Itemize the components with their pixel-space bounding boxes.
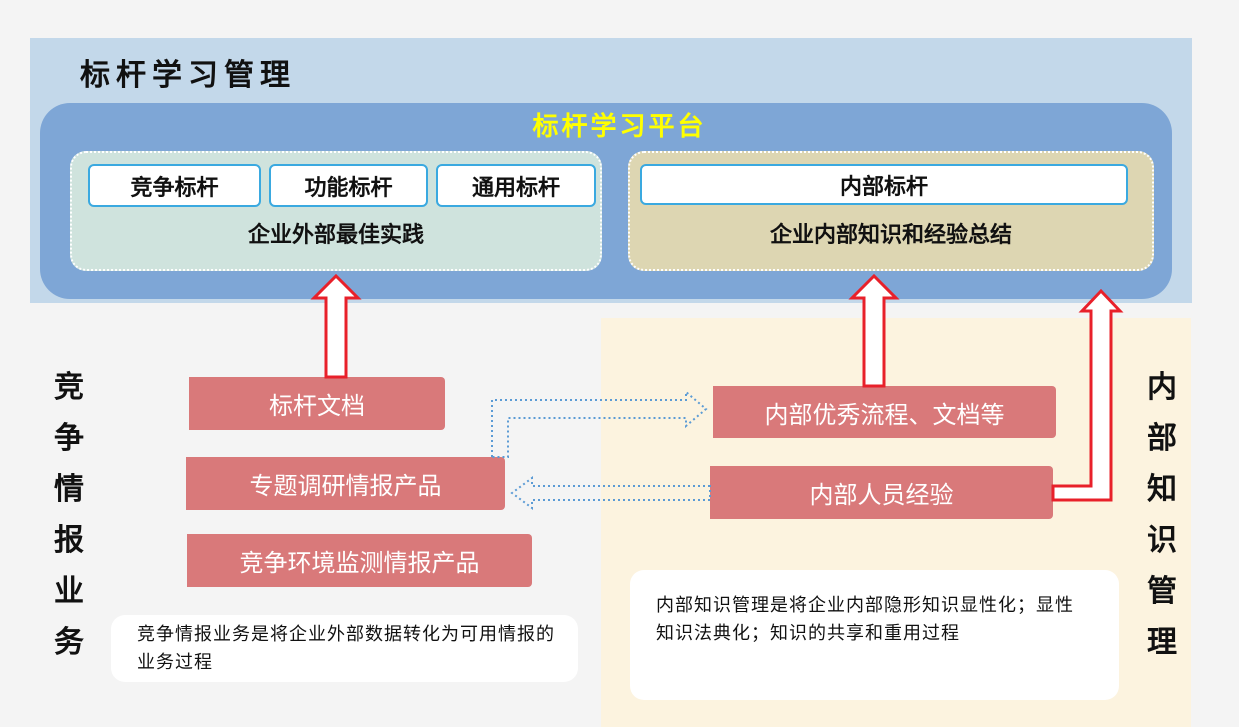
competitive-intel-title-char: 争 xyxy=(54,421,84,456)
item-research-intel-products: 专题调研情报产品 xyxy=(186,457,505,510)
tag-generic-benchmark: 通用标杆 xyxy=(436,164,596,207)
competitive-intel-title-char: 业 xyxy=(54,574,84,609)
internal-knowledge-title-char: 识 xyxy=(1147,523,1177,558)
tag-competitive-benchmark: 竞争标杆 xyxy=(88,164,261,207)
up-arrow-external xyxy=(310,273,362,379)
item-internal-staff-experience: 内部人员经验 xyxy=(710,466,1053,519)
management-title: 标杆学习管理 xyxy=(80,58,296,93)
tag-functional-benchmark: 功能标杆 xyxy=(269,164,428,207)
internal-knowledge-title-char: 知 xyxy=(1147,472,1177,507)
dotted-arrow-to-research xyxy=(510,476,711,510)
item-internal-processes-docs: 内部优秀流程、文档等 xyxy=(713,386,1056,438)
competitive-intel-note: 竞争情报业务是将企业外部数据转化为可用情报的业务过程 xyxy=(111,615,578,682)
dotted-arrow-to-internal xyxy=(491,389,708,458)
external-caption: 企业外部最佳实践 xyxy=(247,222,424,248)
knowledge-management-note: 内部知识管理是将企业内部隐形知识显性化；显性知识法典化；知识的共享和重用过程 xyxy=(630,570,1119,700)
internal-knowledge-title-char: 管 xyxy=(1147,574,1177,609)
external-best-practice-panel: 竞争标杆 功能标杆 通用标杆 企业外部最佳实践 xyxy=(70,151,602,271)
internal-knowledge-title-char: 部 xyxy=(1147,421,1177,456)
tag-internal-benchmark: 内部标杆 xyxy=(640,164,1128,205)
item-benchmark-documents: 标杆文档 xyxy=(189,377,445,430)
competitive-intel-title-char: 报 xyxy=(54,523,84,558)
internal-knowledge-title-char: 内 xyxy=(1147,370,1177,405)
internal-knowledge-title-char: 理 xyxy=(1147,625,1177,660)
bent-arrow-experience xyxy=(1051,288,1124,502)
internal-caption: 企业内部知识和经验总结 xyxy=(769,222,1012,248)
competitive-intel-title-char: 务 xyxy=(54,625,84,660)
competitive-intel-title-char: 竞 xyxy=(54,370,84,405)
platform-title: 标杆学习平台 xyxy=(532,112,707,142)
item-environment-monitoring-products: 竞争环境监测情报产品 xyxy=(187,534,532,587)
internal-knowledge-title: 内部知识管理 xyxy=(1142,362,1182,668)
competitive-intel-title: 竞争情报业务 xyxy=(49,362,89,668)
competitive-intel-title-char: 情 xyxy=(54,472,84,507)
up-arrow-internal xyxy=(848,273,900,388)
internal-knowledge-panel: 内部标杆 企业内部知识和经验总结 xyxy=(628,151,1154,271)
